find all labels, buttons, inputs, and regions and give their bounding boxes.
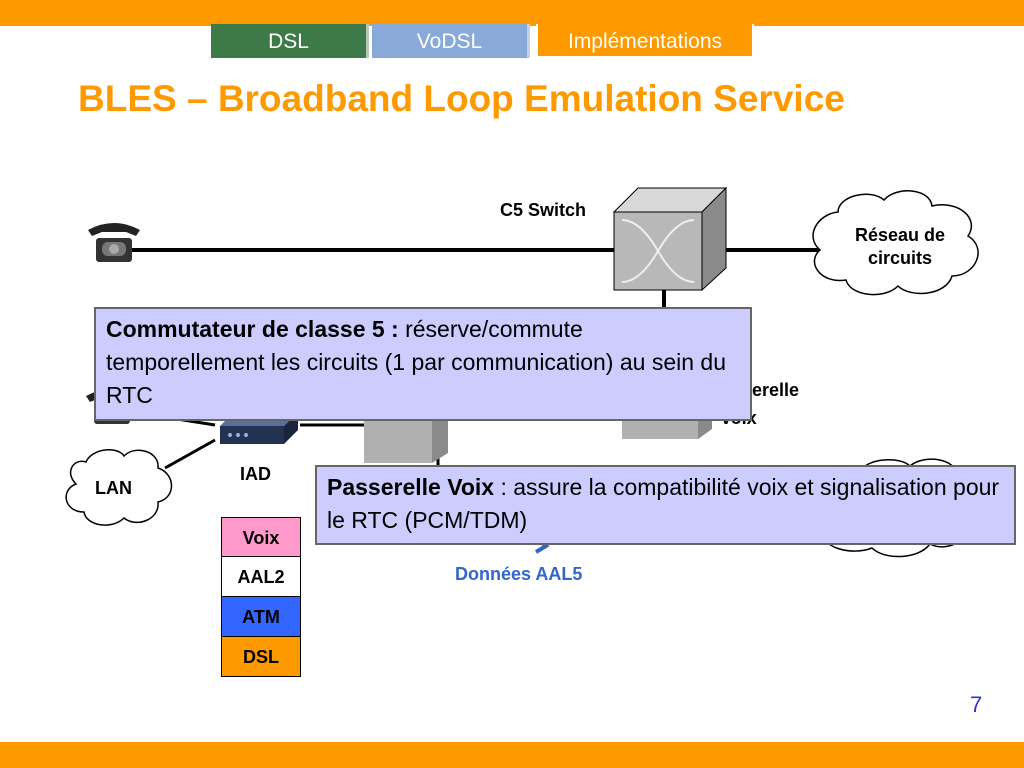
lan-cloud-icon: [65, 449, 173, 526]
page-title: BLES – Broadband Loop Emulation Service: [78, 78, 845, 119]
stack-layer-aal2: AAL2: [221, 557, 301, 597]
c5-switch-label: C5 Switch: [500, 200, 587, 220]
voice-gateway-callout: Passerelle Voix : assure la compatibilit…: [315, 465, 1016, 545]
bottom-bar: [0, 742, 1024, 768]
top-bar: [0, 0, 1024, 26]
aal5-data-label: Données AAL5: [455, 564, 583, 584]
c5-switch-icon: [612, 186, 728, 292]
circuit-network-label: Réseau de circuits: [840, 225, 960, 269]
class5-switch-callout: Commutateur de classe 5 : réserve/commut…: [94, 307, 752, 421]
stack-layer-dsl: DSL: [221, 637, 301, 677]
telephone-icon: [88, 223, 140, 262]
tab-implementations[interactable]: Implémentations: [536, 24, 754, 58]
voice-gateway-callout-title: Passerelle Voix: [327, 474, 495, 500]
tab-vodsl[interactable]: VoDSL: [372, 24, 530, 58]
stack-layer-atm: ATM: [221, 597, 301, 637]
line-lan-to-iad: [164, 438, 216, 470]
class5-switch-callout-text: réserve/commute temporellement les circu…: [106, 316, 726, 408]
circuit-network-cloud-icon: [812, 190, 979, 296]
iad-label: IAD: [240, 464, 271, 484]
circuit-network-label-line1: Réseau de: [854, 225, 946, 245]
page-number: 7: [970, 692, 983, 717]
class5-switch-callout-title: Commutateur de classe 5 :: [106, 316, 399, 342]
stack-layer-voix: Voix: [221, 517, 301, 557]
voice-gateway-callout-text: : assure la compatibilité voix et signal…: [327, 474, 1000, 533]
tab-dsl[interactable]: DSL: [211, 24, 369, 58]
circuit-network-label-line2: circuits: [867, 248, 933, 268]
protocol-stack: Voix AAL2 ATM DSL: [221, 517, 301, 677]
lan-label: LAN: [95, 478, 132, 498]
